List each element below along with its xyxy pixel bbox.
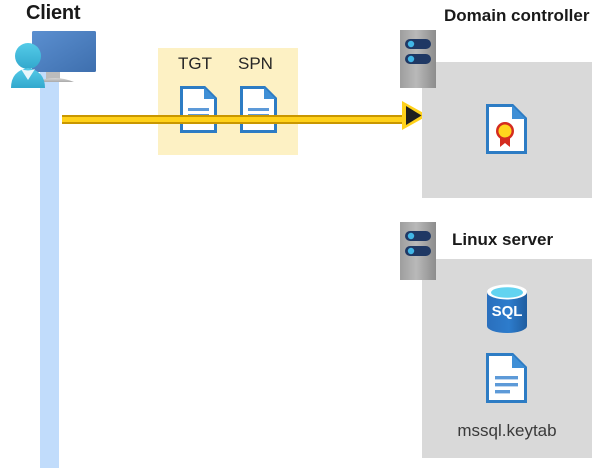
client-label: Client	[26, 2, 81, 24]
tgt-document-icon	[180, 86, 217, 133]
client-to-domain-controller-arrow	[62, 111, 410, 124]
keytab-document-icon	[486, 353, 527, 403]
arrow-head-icon	[402, 101, 428, 130]
sql-database-icon: SQL	[483, 283, 531, 335]
certificate-document-icon	[486, 104, 527, 154]
spn-document-icon	[240, 86, 277, 133]
spn-label: SPN	[238, 54, 273, 73]
client-workstation-icon	[8, 28, 100, 100]
sql-database-label: SQL	[492, 303, 523, 320]
domain-controller-title: Domain controller	[444, 6, 590, 25]
tgt-label: TGT	[178, 54, 212, 73]
keytab-filename-label: mssql.keytab	[457, 421, 557, 440]
linux-server-title: Linux server	[452, 230, 554, 249]
linux-server-server-rack-icon	[400, 222, 436, 280]
domain-controller-server-rack-icon	[400, 30, 436, 88]
client-lifeline	[40, 72, 59, 468]
